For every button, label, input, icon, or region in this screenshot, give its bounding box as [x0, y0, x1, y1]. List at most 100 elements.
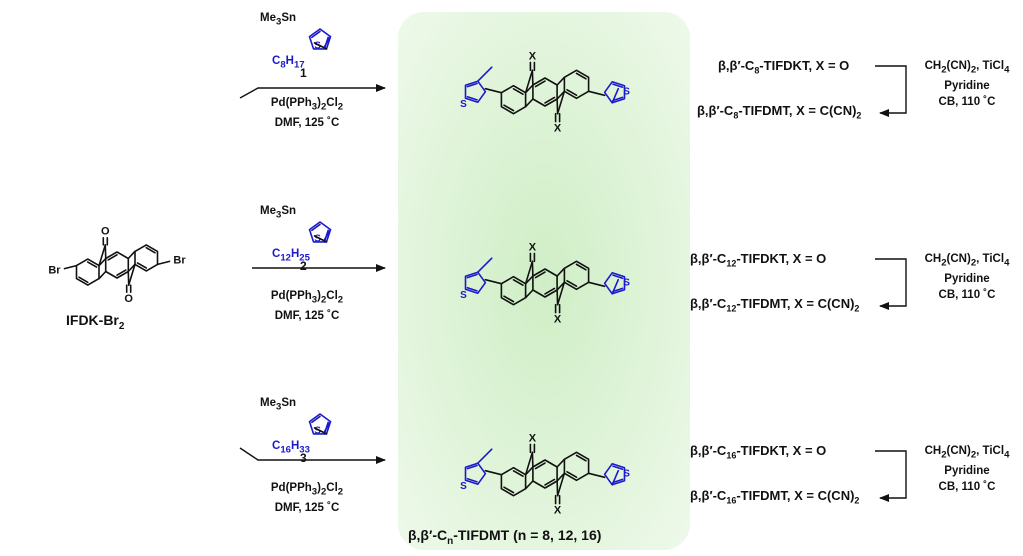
knoevenagel-arrow — [875, 258, 907, 310]
dmt-product-label: β,β′-C8-TIFDMT, X = C(CN)2 — [697, 103, 862, 121]
carbonyl-label: O — [101, 226, 110, 238]
stannyl-thiophene: S — [308, 221, 332, 245]
indenofluorene-core: XX — [500, 432, 590, 517]
carbonyl-label: O — [124, 293, 133, 305]
benzene-ring — [563, 260, 590, 291]
double-bond — [503, 295, 515, 303]
alkyl-chain — [611, 87, 620, 104]
knoevenagel-arrow — [875, 450, 907, 502]
stannyl-thiophene: S — [308, 28, 332, 52]
double-bond — [466, 286, 478, 292]
thiophene-ring — [603, 81, 626, 104]
bond — [98, 244, 107, 267]
dkt-product-label: β,β′-C12-TIFDKT, X = O — [690, 251, 827, 269]
double-bond — [566, 88, 578, 97]
double-bond — [503, 486, 515, 494]
catalyst-label: Pd(PPh3)2Cl2 DMF, 125 ˚C — [270, 290, 344, 323]
double-bond — [466, 273, 478, 279]
alkyl-chain — [323, 228, 332, 241]
bond — [587, 90, 606, 97]
double-bond — [544, 478, 556, 486]
bromine-label: Br — [48, 265, 61, 277]
double-bond — [86, 261, 98, 268]
suzuki-arrow — [239, 84, 386, 99]
thiophene-ring — [308, 413, 332, 435]
knoevenagel-conditions: CH2(CN)2, TiCl4 Pyridine CB, 110 ˚C — [924, 445, 1010, 494]
double-bond — [612, 465, 624, 471]
benzene-ring — [500, 275, 527, 306]
thiophene-ring — [464, 80, 487, 103]
carbonyl-label: X — [554, 123, 562, 135]
double-bond — [575, 454, 587, 462]
thiophene-unit: S — [460, 66, 503, 110]
bond — [484, 87, 503, 94]
double-bond — [78, 276, 89, 284]
alkyl-chain — [611, 469, 620, 486]
reagent-number: 1 — [300, 66, 307, 80]
thiophene-unit: S — [587, 463, 630, 486]
indenofluorene-core: XX — [500, 50, 590, 135]
dkt-product-label: β,β′-C16-TIFDKT, X = O — [690, 443, 827, 461]
double-bond — [512, 278, 524, 287]
indenofluorene-core: XX — [500, 241, 590, 326]
sulfur-label: S — [623, 86, 630, 97]
thiophene-ring — [308, 221, 332, 243]
sulfur-label: S — [460, 99, 467, 110]
knoevenagel-conditions: CH2(CN)2, TiCl4 Pyridine CB, 110 ˚C — [924, 60, 1010, 109]
solvent-label: DMF, 125 ˚C — [274, 502, 340, 515]
reagent-me3sn-label: Me3Sn — [260, 12, 297, 28]
bond — [587, 281, 606, 288]
reagent-chain-label: C16H33 — [272, 440, 310, 456]
bond — [556, 472, 566, 497]
bond — [63, 264, 78, 270]
double-bond — [612, 274, 624, 280]
bond — [524, 480, 534, 490]
benzene-ring — [563, 451, 590, 482]
double-bond — [566, 279, 578, 288]
knoevenagel-arrow — [875, 65, 907, 117]
alkyl-chain — [476, 257, 493, 274]
alkyl-chain — [323, 420, 332, 433]
double-bond — [145, 246, 156, 254]
reagent-number: 3 — [300, 451, 307, 465]
thiophene-ring — [464, 462, 487, 485]
double-bond — [534, 462, 546, 470]
thiophene-unit: S — [587, 272, 630, 295]
benzene-ring — [532, 77, 558, 107]
product-series-label: β,β′-Cn-TIFDMT (n = 8, 12, 16) — [408, 527, 602, 547]
bond — [484, 469, 503, 476]
sn-bond — [313, 42, 328, 50]
double-bond — [466, 95, 478, 101]
double-bond — [466, 82, 478, 88]
benzene-ring — [134, 244, 159, 272]
double-bond — [575, 72, 587, 80]
double-bond — [612, 478, 624, 484]
catalyst-label: Pd(PPh3)2Cl2 DMF, 125 ˚C — [270, 97, 344, 130]
carbonyl-label: X — [529, 432, 537, 444]
sulfur-label: S — [314, 41, 321, 52]
carbonyl-label: X — [554, 505, 562, 517]
benzene-ring — [104, 251, 130, 279]
solvent-label: DMF, 125 ˚C — [274, 310, 340, 323]
reagent-chain-label: C8H17 — [272, 55, 305, 71]
reagent-me3sn-label: Me3Sn — [260, 205, 297, 221]
double-bond — [116, 269, 127, 276]
thiophene-ring — [464, 271, 487, 294]
alkyl-chain — [476, 66, 493, 83]
dkt-product-label: β,β′-C8-TIFDKT, X = O — [718, 58, 850, 76]
sulfur-label: S — [314, 234, 321, 245]
bond — [524, 69, 534, 94]
catalyst-label: Pd(PPh3)2Cl2 DMF, 125 ˚C — [270, 482, 344, 515]
double-bond — [612, 96, 624, 102]
benzene-ring — [500, 84, 527, 115]
double-bond — [311, 223, 321, 232]
bond — [556, 90, 566, 115]
start-material-label: IFDK-Br2 — [66, 312, 125, 332]
double-bond — [612, 83, 624, 89]
suzuki-arrow — [239, 447, 386, 464]
sulfur-label: S — [623, 468, 630, 479]
bond — [156, 260, 171, 266]
bond — [127, 263, 136, 286]
bond — [127, 250, 136, 260]
